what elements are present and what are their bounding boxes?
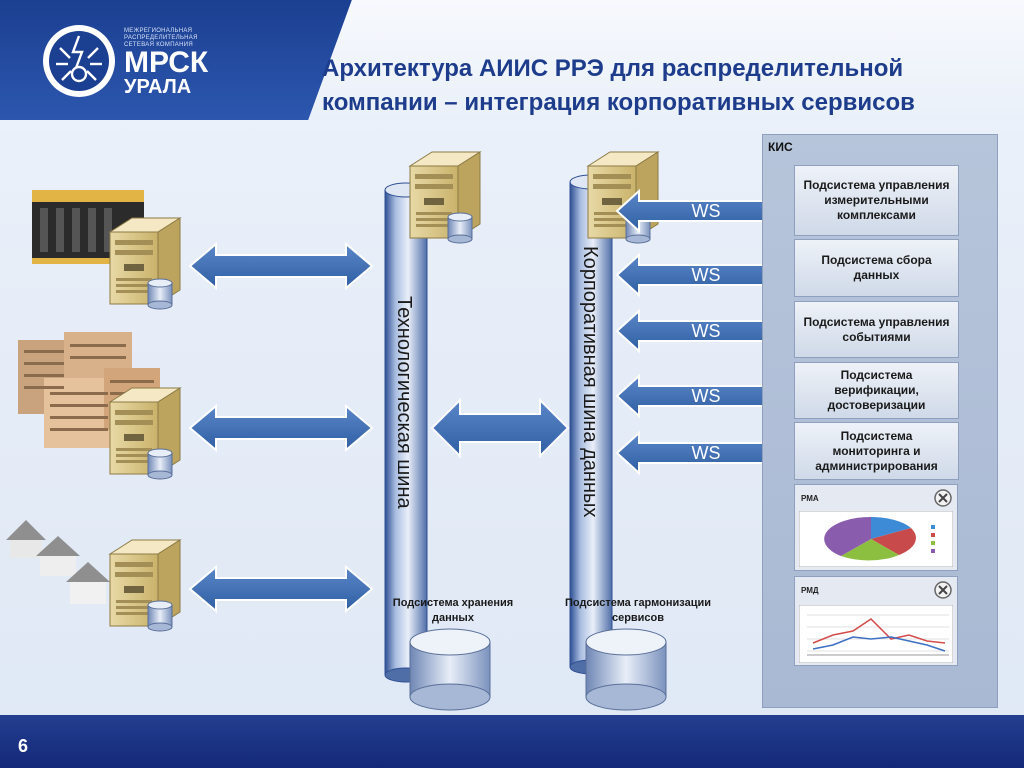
server-icon bbox=[109, 539, 181, 632]
pmd-window: РМД bbox=[794, 576, 958, 666]
slide-title-line2: компании – интеграция корпоративных серв… bbox=[322, 89, 915, 116]
storage-subsystem-label: Подсистема хранения данных bbox=[392, 597, 514, 624]
server-icon bbox=[109, 387, 181, 480]
close-icon[interactable] bbox=[933, 488, 953, 508]
subsystem-monitoring: Подсистема мониторинга и администрирован… bbox=[794, 422, 959, 480]
ws-label: WS bbox=[691, 386, 721, 406]
harmonization-database-icon bbox=[585, 628, 667, 711]
harmonization-subsystem-label: Подсистема гармонизации сервисов bbox=[565, 597, 711, 624]
pmd-title: РМД bbox=[801, 586, 819, 595]
logo-tagline-1: Межрегиональная bbox=[124, 28, 193, 34]
ws-label: WS bbox=[691, 201, 721, 221]
corporate-data-bus-label: Корпоративная шина данных bbox=[579, 246, 601, 518]
ws-label: WS bbox=[691, 265, 721, 285]
server-icon bbox=[587, 151, 659, 244]
footer-band bbox=[0, 715, 1024, 768]
company-logo: Межрегиональная распределительная сетева… bbox=[40, 22, 250, 102]
pma-title: РМА bbox=[801, 494, 819, 503]
logo-tagline-2: распределительная bbox=[124, 35, 198, 41]
storage-database-icon bbox=[409, 628, 491, 711]
close-icon[interactable] bbox=[933, 580, 953, 600]
double-arrow-icon bbox=[189, 405, 373, 451]
slide-title-line1: Архитектура АИИС РРЭ для распределительн… bbox=[322, 55, 904, 82]
logo-tagline-3: сетевая компания bbox=[124, 42, 193, 48]
slide-title: Архитектура АИИС РРЭ для распределительн… bbox=[322, 52, 1012, 120]
ws-label: WS bbox=[691, 443, 721, 463]
logo-emblem-icon bbox=[43, 25, 115, 97]
bus-double-arrow-icon bbox=[430, 397, 570, 459]
double-arrow-icon bbox=[189, 566, 373, 612]
ws-label: WS bbox=[691, 321, 721, 341]
double-arrow-icon bbox=[189, 243, 373, 289]
technological-bus-label: Технологическая шина bbox=[393, 296, 415, 509]
subsystem-data-collection: Подсистема сбора данных bbox=[794, 239, 959, 297]
subsystem-measurement-complexes: Подсистема управления измерительными ком… bbox=[794, 165, 959, 236]
server-icon bbox=[409, 151, 481, 244]
corporate-data-bus-pipe bbox=[569, 174, 613, 675]
cottages-icon bbox=[6, 520, 110, 604]
logo-name-line1: МРСК bbox=[124, 46, 209, 79]
logo-name-line2: УРАЛА bbox=[124, 76, 192, 98]
pma-window: РМА bbox=[794, 484, 958, 571]
kis-title: КИС bbox=[768, 140, 793, 154]
server-icon bbox=[109, 217, 181, 310]
page-number: 6 bbox=[18, 736, 29, 756]
subsystem-verification: Подсистема верификации, достоверизации bbox=[794, 362, 959, 419]
pie-chart-thumbnail bbox=[799, 511, 953, 567]
line-chart-thumbnail bbox=[799, 605, 953, 663]
subsystem-event-management: Подсистема управления событиями bbox=[794, 301, 959, 358]
